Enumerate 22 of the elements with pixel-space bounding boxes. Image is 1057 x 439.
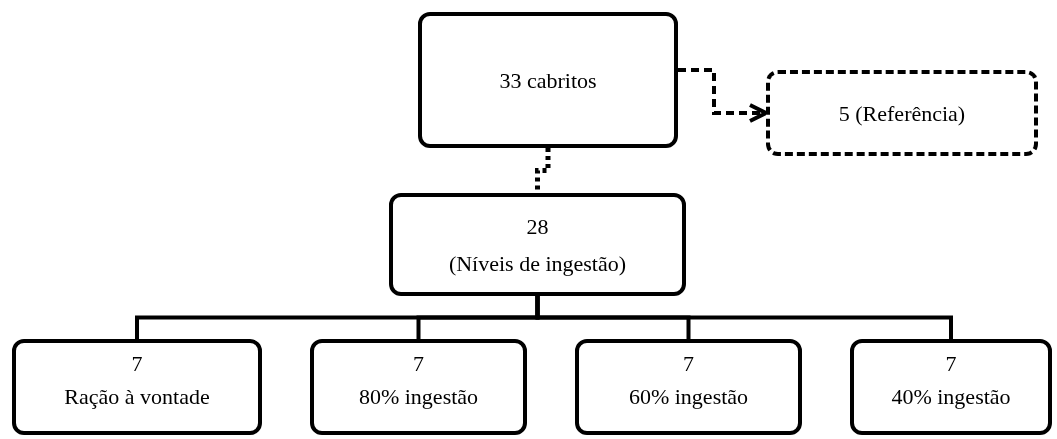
box-text: 7 <box>131 350 143 378</box>
process-box <box>766 70 1038 156</box>
connector-line <box>535 148 551 193</box>
process-box <box>12 339 262 435</box>
box-text: 40% ingestão <box>891 383 1011 411</box>
arrow <box>678 68 768 123</box>
box-text: 28 <box>526 212 549 241</box>
process-box <box>389 193 686 296</box>
process-box <box>850 339 1052 435</box>
box-text: (Níveis de ingestão) <box>448 249 627 278</box>
connector-line <box>535 296 953 339</box>
box-text: 7 <box>683 350 694 378</box>
box-text: 7 <box>413 350 424 378</box>
box-text: 60% ingestão <box>628 383 749 411</box>
box-text: 33 cabritos <box>499 66 597 95</box>
box-text: Ração à vontade <box>64 383 210 411</box>
process-box <box>418 12 678 148</box>
box-text: 5 (Referência) <box>838 99 966 128</box>
process-box <box>310 339 527 435</box>
process-box <box>575 339 802 435</box>
box-text: 7 <box>945 350 957 378</box>
box-text: 80% ingestão <box>358 383 479 411</box>
